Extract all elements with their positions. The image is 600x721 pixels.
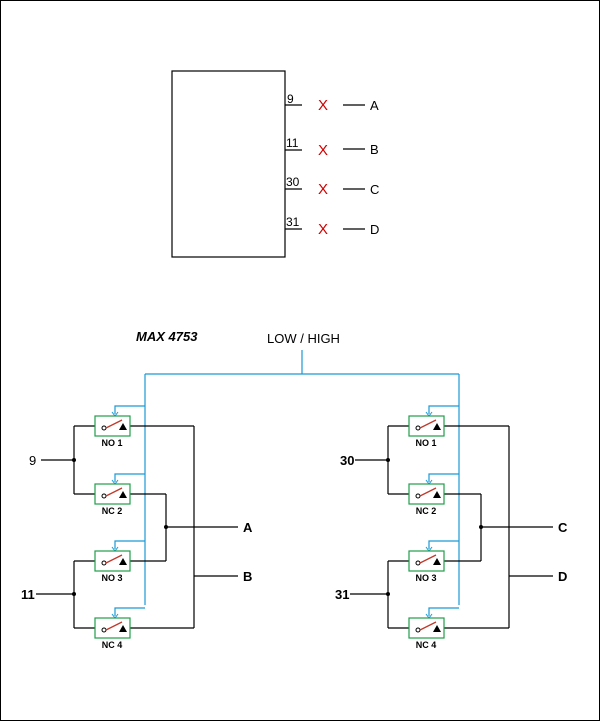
input-label: 11 [21, 587, 35, 602]
control-label: LOW / HIGH [267, 331, 340, 346]
control-tap [428, 405, 459, 414]
chip-pin-row: 11 X B [285, 136, 379, 159]
no-connect-marker: X [318, 97, 328, 114]
output-label: A [370, 98, 379, 113]
output-label: B [370, 142, 379, 157]
control-tap [114, 540, 145, 549]
switch-contact [415, 425, 421, 431]
pin-number: 11 [286, 136, 299, 150]
output-label: D [558, 569, 567, 584]
switch-label: NO 3 [101, 573, 122, 583]
control-bus [144, 350, 460, 605]
switch-pivot [119, 423, 127, 430]
input-label: 9 [29, 453, 36, 468]
switch [408, 473, 459, 505]
switch-box [408, 483, 445, 505]
chip-pin-row: 31 X D [285, 215, 379, 238]
switch-contact [101, 425, 107, 431]
chip-body [171, 70, 286, 258]
switch-box [408, 617, 445, 639]
chip-block: 9 X A 11 X B 30 X C 31 X D [171, 70, 379, 258]
switch-pivot [119, 625, 127, 632]
switch [408, 405, 459, 437]
output-label: D [370, 222, 379, 237]
switch-label: NC 4 [102, 640, 123, 650]
control-tap [428, 540, 459, 549]
chip-pin-row: 30 X C [285, 175, 379, 198]
switch-pivot [119, 558, 127, 565]
switch [94, 473, 145, 505]
switch-arm [105, 419, 123, 429]
control-tap [114, 405, 145, 414]
switch-box [94, 415, 131, 437]
left-bank-wiring [36, 425, 238, 629]
switch-arm [419, 621, 437, 631]
control-tap [114, 607, 145, 616]
output-label: C [370, 182, 379, 197]
switch-contact [101, 627, 107, 633]
pin-number: 9 [287, 92, 294, 106]
pin-number: 30 [286, 175, 300, 189]
switch-contact [415, 627, 421, 633]
switch-box [408, 415, 445, 437]
switch [408, 607, 459, 639]
switch-pivot [433, 423, 441, 430]
switch-pivot [433, 625, 441, 632]
switch-label: NC 2 [416, 506, 437, 516]
switch-box [94, 483, 131, 505]
switch-box [408, 550, 445, 572]
switch [94, 540, 145, 572]
switch-pivot [119, 491, 127, 498]
switch-contact [101, 493, 107, 499]
output-label: C [558, 520, 568, 535]
switch-label: NO 1 [415, 438, 436, 448]
switch-box [94, 617, 131, 639]
switch-contact [101, 560, 107, 566]
switch-label: NC 4 [416, 640, 437, 650]
switch-arm [419, 487, 437, 497]
output-label: B [243, 569, 252, 584]
switch-arm [105, 621, 123, 631]
output-label: A [243, 520, 253, 535]
right-bank-wiring [350, 425, 553, 629]
control-tap [428, 607, 459, 616]
switch-contact [415, 560, 421, 566]
switch-elements [94, 405, 459, 639]
switch-pivot [433, 491, 441, 498]
switch-arm [419, 419, 437, 429]
input-label: 30 [340, 453, 354, 468]
switch-label: NO 1 [101, 438, 122, 448]
switch-label: NO 3 [415, 573, 436, 583]
no-connect-marker: X [318, 221, 328, 238]
chip-pin-row: 9 X A [285, 92, 379, 114]
switch-arm [105, 554, 123, 564]
switch [94, 607, 145, 639]
no-connect-marker: X [318, 142, 328, 159]
switch [94, 405, 145, 437]
switch-label: NC 2 [102, 506, 123, 516]
switch-contact [415, 493, 421, 499]
pin-number: 31 [286, 215, 300, 229]
diagram-title: MAX 4753 [136, 329, 198, 344]
no-connect-marker: X [318, 181, 328, 198]
control-tap [114, 473, 145, 482]
switch [408, 540, 459, 572]
input-label: 31 [335, 587, 349, 602]
switch-arm [105, 487, 123, 497]
switch-box [94, 550, 131, 572]
control-tap [428, 473, 459, 482]
switch-arm [419, 554, 437, 564]
switch-pivot [433, 558, 441, 565]
